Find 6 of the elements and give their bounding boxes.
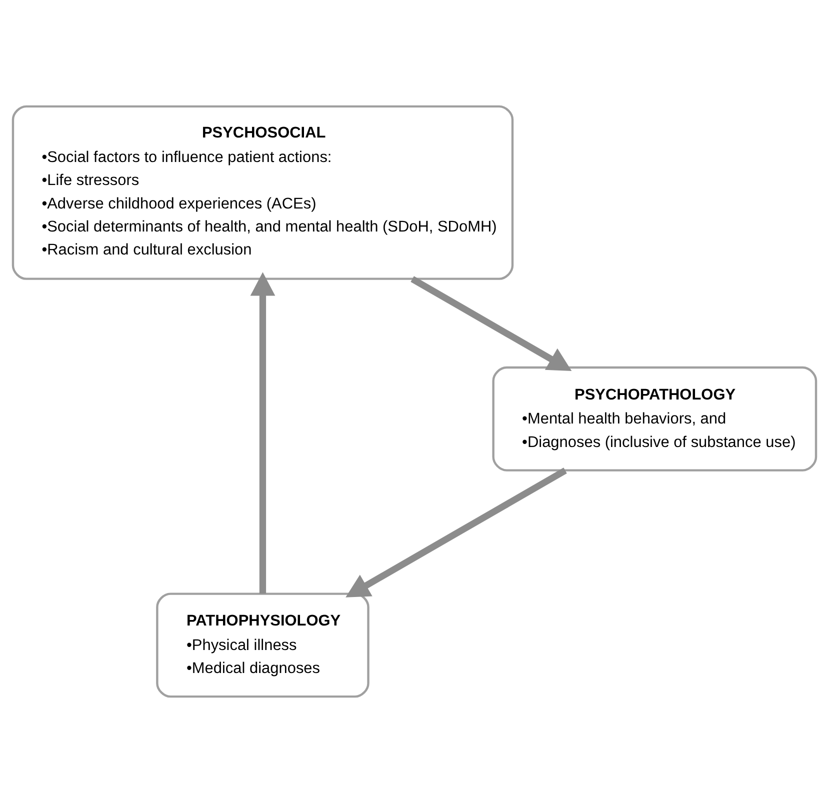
arrow (250, 272, 276, 594)
arrow (410, 276, 572, 371)
arrow (346, 468, 567, 598)
node-box: PATHOPHYSIOLOGY •Physical illness •Medical diagnoses (156, 592, 370, 698)
node-box: PSYCHOSOCIAL •Social factors to influence patient actions: •Life stressors •Adverse childhood experiences (ACEs) •Social determinants of health, and mental health (SDoH, SDoMH) •Racism and cultural exclusion (12, 105, 514, 280)
node-box: PSYCHOPATHOLOGY •Mental health behaviors, and •Diagnoses (inclusive of substance use) (492, 366, 818, 472)
